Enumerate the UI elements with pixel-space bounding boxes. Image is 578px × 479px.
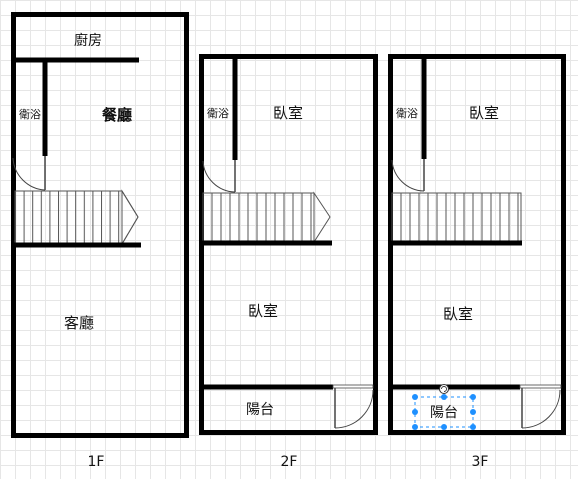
floor-1f-kitchen-label: 廚房 (74, 32, 102, 49)
selection-handle-ne[interactable] (470, 394, 476, 400)
selection-handle-nw[interactable] (412, 394, 418, 400)
selection-handle-sw[interactable] (412, 424, 418, 430)
floor-1f-label: 1F (88, 454, 105, 470)
selection-handle-w[interactable] (412, 409, 418, 415)
floor-1f-staircase (14, 189, 139, 246)
floor-3f-label: 3F (472, 454, 489, 470)
floor-3f-bath-door (391, 159, 425, 192)
floor-3f-balcony-label[interactable]: 陽台 (430, 405, 458, 421)
floor-3f-staircase (391, 192, 522, 243)
rotate-handle-icon[interactable] (439, 384, 449, 394)
floor-1f-bath-door (12, 156, 46, 191)
floor-3f-bath-label: 衛浴 (396, 107, 418, 120)
floor-3f-bedroom-mid-label: 臥室 (443, 305, 473, 323)
floor-3f-balcony-door (519, 384, 562, 429)
floor-2f-bath-door (202, 160, 236, 193)
floor-2f-balcony-label: 陽台 (246, 402, 274, 418)
floor-2f-bath-label: 衛浴 (207, 107, 229, 120)
floor-1f: 廚房 衛浴 餐廳 客廳 1F (11, 12, 189, 470)
selection-handle-se[interactable] (470, 424, 476, 430)
floor-3f: 衛浴 臥室 臥室 陽 (388, 54, 566, 470)
selection-handle-e[interactable] (470, 409, 476, 415)
floor-1f-living-label: 客廳 (64, 314, 94, 332)
floor-1f-outer-wall (11, 12, 189, 438)
selection-handle-n[interactable] (441, 394, 447, 400)
floor-3f-balcony-selection[interactable]: 陽台 (412, 384, 476, 431)
floor-2f-label: 2F (281, 454, 298, 470)
floor-2f-bedroom-top-label: 臥室 (273, 104, 303, 122)
floor-2f-staircase (202, 191, 331, 244)
floor-2f-balcony-door (332, 384, 374, 429)
floor-1f-dining-label: 餐廳 (102, 106, 132, 124)
floor-1f-bath-label: 衛浴 (19, 108, 41, 121)
floor-3f-bedroom-top-label: 臥室 (469, 104, 499, 122)
selection-handle-s[interactable] (441, 424, 447, 430)
floor-2f-bedroom-mid-label: 臥室 (248, 302, 278, 320)
floor-2f: 衛浴 臥室 臥室 陽台 2F (199, 54, 378, 470)
